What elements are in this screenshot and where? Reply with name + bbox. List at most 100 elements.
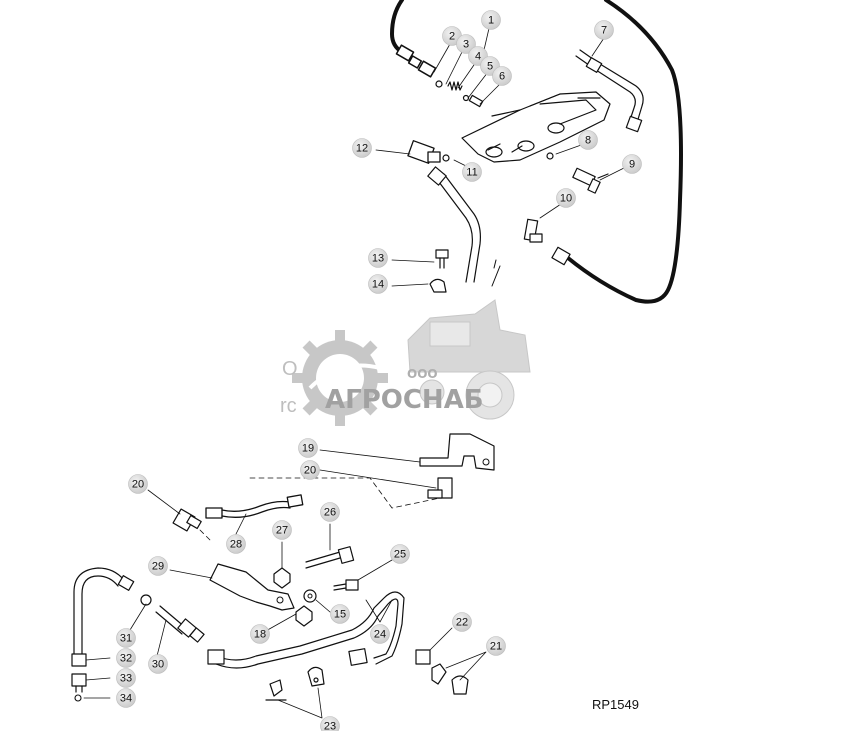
callout-bubble (370, 624, 390, 644)
callout-number: 6 (499, 71, 505, 83)
callout-number: 13 (372, 253, 384, 265)
nut-18 (295, 605, 313, 627)
callout-bubble (352, 138, 372, 158)
callout-bubble (622, 154, 642, 174)
callout-10: 10 (556, 188, 576, 208)
callout-number: 30 (152, 659, 164, 671)
callout-number: 12 (356, 143, 368, 155)
callout-11: 11 (462, 162, 482, 182)
callout-number: 22 (456, 617, 468, 629)
callout-bubble (148, 654, 168, 674)
callout-number: 5 (487, 61, 493, 73)
callout-1: 1 (481, 10, 501, 30)
callout-6: 6 (492, 66, 512, 86)
callout-number: 32 (120, 653, 132, 665)
callout-26: 26 (320, 502, 340, 522)
callout-bubble (116, 688, 136, 708)
clamp-23a (265, 679, 287, 701)
callout-number: 14 (372, 279, 384, 291)
callout-bubble (298, 438, 318, 458)
tube-31 (71, 567, 135, 667)
callout-number: 27 (276, 525, 288, 537)
callout-bubble (116, 668, 136, 688)
callout-33: 33 (116, 668, 136, 688)
callout-bubble (330, 604, 350, 624)
elbow-fitting-10 (523, 218, 543, 243)
watermark-partial-1: O (282, 358, 298, 380)
hose-28 (205, 494, 304, 519)
callout-number: 2 (449, 31, 455, 43)
callout-22: 22 (452, 612, 472, 632)
watermark-partial-2: rc (280, 395, 297, 417)
callout-number: 28 (230, 539, 242, 551)
callout-bubble (148, 556, 168, 576)
upper-assembly (375, 0, 683, 304)
callout-bubble (452, 612, 472, 632)
callout-number: 15 (334, 609, 346, 621)
bracket-19 (419, 433, 495, 471)
callout-bubble (300, 460, 320, 480)
callout-bubble (492, 66, 512, 86)
tube-7 (575, 49, 644, 133)
figure-id: RP1549 (592, 697, 639, 712)
lower-assembly (71, 433, 495, 719)
pipe-12 (427, 166, 481, 283)
callout-bubble (368, 248, 388, 268)
harvester-icon (407, 299, 531, 420)
callout-number: 21 (490, 641, 502, 653)
callout-bubble (128, 474, 148, 494)
callout-number: 7 (601, 25, 607, 37)
bracket-29 (209, 563, 295, 611)
bushing-22 (415, 649, 431, 665)
callout-number: 24 (374, 629, 386, 641)
callout-29: 29 (148, 556, 168, 576)
callout-7: 7 (594, 20, 614, 40)
callout-bubble (368, 274, 388, 294)
clip-14 (429, 278, 447, 293)
callout-number: 20 (132, 479, 144, 491)
callout-19: 19 (298, 438, 318, 458)
callout-25: 25 (390, 544, 410, 564)
callout-34: 34 (116, 688, 136, 708)
callout-number: 33 (120, 673, 132, 685)
callout-bubble (456, 34, 476, 54)
callout-bubble (594, 20, 614, 40)
callout-number: 23 (324, 721, 336, 731)
callout-number: 29 (152, 561, 164, 573)
bolt-13 (435, 249, 449, 269)
callout-number: 1 (488, 15, 494, 27)
callout-bubble (481, 10, 501, 30)
callout-bubble (486, 636, 506, 656)
callout-bubble (320, 716, 340, 731)
elbow-fitting-12 (407, 140, 441, 164)
tee-fitting-20-right (427, 477, 453, 499)
callout-bubble (116, 628, 136, 648)
tee-fitting-20-left (172, 508, 202, 532)
callout-number: 25 (394, 549, 406, 561)
callout-bubble (320, 502, 340, 522)
callout-23: 23 (320, 716, 340, 731)
callout-number: 26 (324, 507, 336, 519)
callout-27: 27 (272, 520, 292, 540)
nozzle-30 (155, 605, 205, 643)
callout-28: 28 (226, 534, 246, 554)
callout-bubble (462, 162, 482, 182)
hose-1-loop (566, 0, 683, 304)
callout-number: 4 (475, 51, 481, 63)
callout-18: 18 (250, 624, 270, 644)
callout-number: 18 (254, 629, 266, 641)
callout-bubble (272, 520, 292, 540)
callout-8: 8 (578, 130, 598, 150)
washer-15 (303, 589, 317, 603)
callout-number: 19 (302, 443, 314, 455)
nut-27 (273, 567, 291, 589)
callout-32: 32 (116, 648, 136, 668)
callout-number: 34 (120, 693, 132, 705)
callout-31: 31 (116, 628, 136, 648)
callout-21: 21 (486, 636, 506, 656)
callout-number: 11 (466, 167, 477, 179)
callout-bubble (578, 130, 598, 150)
tee-fitting-9 (572, 167, 609, 194)
